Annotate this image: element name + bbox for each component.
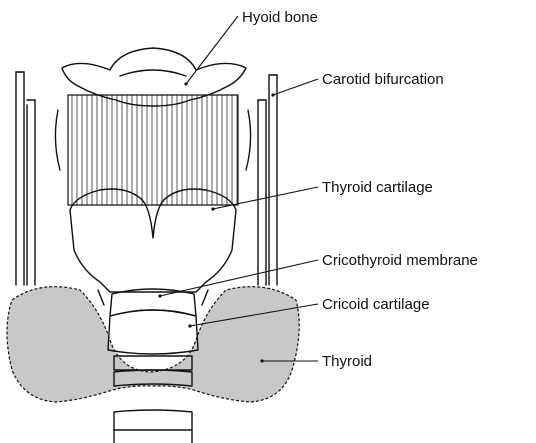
thyrohyoid-membrane [68, 95, 238, 205]
label-cricoid-cartilage: Cricoid cartilage [322, 296, 430, 313]
left-superior-horn [55, 110, 60, 170]
cricoid-cartilage-shape [108, 310, 198, 354]
cricothyroid-membrane-shape [110, 289, 196, 316]
label-thyroid-cartilage: Thyroid cartilage [322, 179, 433, 196]
right-superior-horn [246, 110, 251, 170]
right-carotid-artery [258, 75, 277, 285]
left-carotid-artery [16, 72, 35, 285]
label-carotid-bifurcation: Carotid bifurcation [322, 71, 444, 88]
label-hyoid-bone: Hyoid bone [242, 9, 318, 26]
carotid-bifurcation-leader [273, 79, 318, 95]
label-thyroid: Thyroid [322, 353, 372, 370]
hyoid-bone-leader [186, 16, 238, 84]
label-cricothyroid-membrane: Cricothyroid membrane [322, 252, 478, 269]
